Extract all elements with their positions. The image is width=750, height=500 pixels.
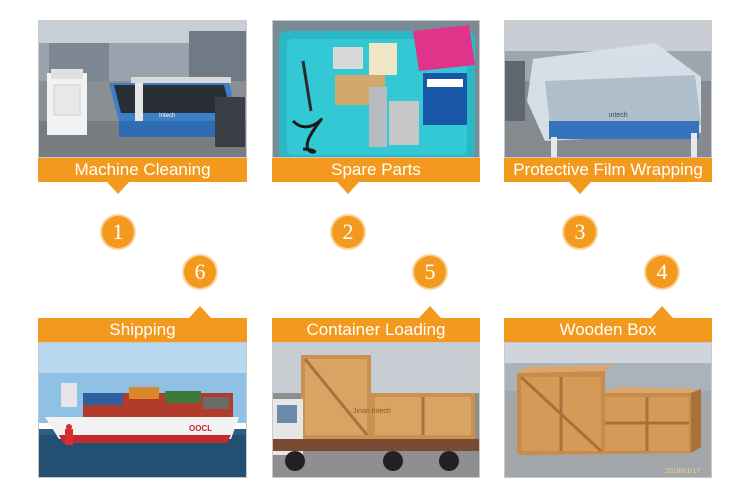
container-loading-pointer — [419, 306, 441, 318]
shipping-banner: Shipping — [38, 318, 247, 342]
step-badge-2: 2 — [332, 216, 364, 248]
step-badge-3: 3 — [564, 216, 596, 248]
protective-film-photo: intech — [504, 20, 712, 158]
wooden-box-pointer — [651, 306, 673, 318]
machine-cleaning-pointer — [107, 182, 129, 194]
step-badge-6: 6 — [184, 256, 216, 288]
wooden-box-photo: 2018/01/17 — [504, 342, 712, 478]
ship-name-text: OOCL — [189, 424, 212, 433]
wooden-box-banner: Wooden Box — [504, 318, 712, 342]
protective-film-label: Protective Film Wrapping — [513, 160, 703, 179]
spare-parts-pointer — [337, 182, 359, 194]
container-loading-photo: Jinan Intech — [272, 342, 480, 478]
step-badge-1: 1 — [102, 216, 134, 248]
machine-cleaning-label: Machine Cleaning — [74, 160, 211, 179]
step-badge-4: 4 — [646, 256, 678, 288]
truck-watermark-text: Jinan Intech — [353, 408, 391, 415]
machine-brand-text: Intech — [159, 113, 175, 119]
protective-film-pointer — [569, 182, 591, 194]
spare-parts-banner: Spare Parts — [272, 158, 480, 182]
shipping-pointer — [189, 306, 211, 318]
machine-cleaning-banner: Machine Cleaning — [38, 158, 247, 182]
step-badge-5: 5 — [414, 256, 446, 288]
shipping-label: Shipping — [109, 320, 176, 339]
protective-film-banner: Protective Film Wrapping — [504, 158, 712, 182]
spare-parts-photo — [272, 20, 480, 158]
machine-cleaning-photo: Intech — [38, 20, 247, 158]
spare-parts-label: Spare Parts — [331, 160, 421, 179]
film-brand-text: intech — [609, 112, 628, 119]
shipping-photo: OOCL — [38, 342, 247, 478]
container-loading-label: Container Loading — [306, 320, 446, 339]
wooden-box-label: Wooden Box — [559, 320, 657, 339]
container-loading-banner: Container Loading — [272, 318, 480, 342]
box-date-text: 2018/01/17 — [665, 468, 700, 475]
